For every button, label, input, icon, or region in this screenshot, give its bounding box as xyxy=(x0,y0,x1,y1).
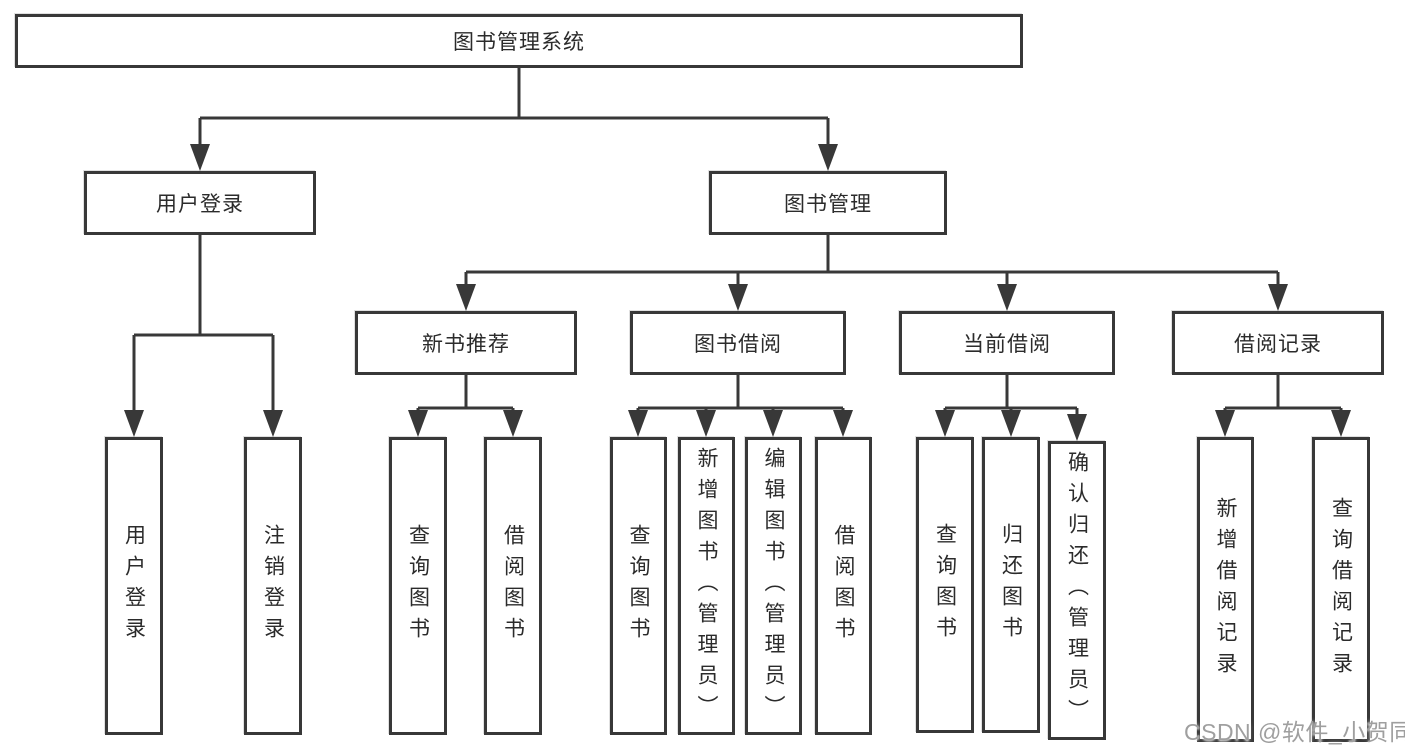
connector-bookmgmt-to-level3 xyxy=(464,235,1280,290)
leaf-borrow-query-books-label: 查询图书 xyxy=(627,524,650,648)
arrowhead xyxy=(935,410,955,437)
arrowhead xyxy=(1001,410,1021,437)
leaf-borrow-books: 借阅图书 xyxy=(815,437,872,735)
node-new-book-rec-label: 新书推荐 xyxy=(422,333,510,356)
arrowhead xyxy=(456,284,476,311)
node-book-mgmt: 图书管理 xyxy=(709,171,947,235)
arrowhead xyxy=(503,410,523,437)
leaf-add-books-admin: 新增图书（管理员） xyxy=(678,437,735,735)
leaf-logout: 注销登录 xyxy=(244,437,302,735)
arrowhead xyxy=(997,284,1017,311)
arrowhead xyxy=(763,410,783,437)
leaf-newrec-borrow-books-label: 借阅图书 xyxy=(501,524,525,648)
node-user-login-label: 用户登录 xyxy=(156,193,244,216)
arrowhead xyxy=(263,410,283,437)
leaf-return-books-label: 归还图书 xyxy=(999,523,1023,647)
leaf-newrec-query-books: 查询图书 xyxy=(389,437,447,735)
arrowhead xyxy=(1268,284,1288,311)
node-book-mgmt-label: 图书管理 xyxy=(784,193,872,216)
arrowhead xyxy=(1331,410,1351,437)
node-current-borrow: 当前借阅 xyxy=(899,311,1115,375)
leaf-add-borrow-record-label: 新增借阅记录 xyxy=(1214,496,1237,683)
leaf-newrec-borrow-books: 借阅图书 xyxy=(484,437,542,735)
leaf-add-borrow-record: 新增借阅记录 xyxy=(1197,437,1254,742)
leaf-query-borrow-record: 查询借阅记录 xyxy=(1312,437,1370,742)
leaf-logout-label: 注销登录 xyxy=(261,524,285,648)
arrowhead xyxy=(1067,414,1087,441)
arrowhead xyxy=(696,410,716,437)
node-book-borrow-label: 图书借阅 xyxy=(694,333,782,356)
leaf-user-login-label: 用户登录 xyxy=(122,524,146,648)
leaf-borrow-books-label: 借阅图书 xyxy=(832,524,855,648)
leaf-edit-books-admin-label: 编辑图书（管理员） xyxy=(762,446,785,726)
connector-userlogin-to-leaves xyxy=(132,235,275,416)
arrowhead xyxy=(833,410,853,437)
node-user-login: 用户登录 xyxy=(84,171,316,235)
connector-borrowrecords-to-leaves xyxy=(1223,375,1343,416)
leaf-current-query-books: 查询图书 xyxy=(916,437,974,733)
connector-bookborrow-to-leaves xyxy=(636,375,845,416)
arrowhead xyxy=(124,410,144,437)
node-new-book-rec: 新书推荐 xyxy=(355,311,577,375)
leaf-edit-books-admin: 编辑图书（管理员） xyxy=(745,437,802,735)
node-root-label: 图书管理系统 xyxy=(453,31,585,54)
arrowhead xyxy=(818,144,838,171)
leaf-query-borrow-record-label: 查询借阅记录 xyxy=(1329,496,1353,683)
leaf-return-books: 归还图书 xyxy=(982,437,1040,733)
connector-newbookrec-to-leaves xyxy=(416,375,515,416)
leaf-add-books-admin-label: 新增图书（管理员） xyxy=(695,446,718,726)
leaf-borrow-query-books: 查询图书 xyxy=(610,437,667,735)
node-borrow-records: 借阅记录 xyxy=(1172,311,1384,375)
arrowhead xyxy=(190,144,210,171)
node-root: 图书管理系统 xyxy=(15,14,1023,68)
arrowheads xyxy=(124,144,1351,441)
watermark: CSDN @软件_小贺同学 xyxy=(1184,719,1405,745)
connector-root-to-level2 xyxy=(198,68,830,150)
node-current-borrow-label: 当前借阅 xyxy=(963,333,1051,356)
node-book-borrow: 图书借阅 xyxy=(630,311,846,375)
arrowhead xyxy=(628,410,648,437)
leaf-confirm-return-admin: 确认归还（管理员） xyxy=(1048,441,1106,740)
arrowhead xyxy=(1215,410,1235,437)
leaf-current-query-books-label: 查询图书 xyxy=(933,523,957,647)
arrowhead xyxy=(408,410,428,437)
leaf-newrec-query-books-label: 查询图书 xyxy=(406,524,430,648)
leaf-user-login: 用户登录 xyxy=(105,437,163,735)
arrowhead xyxy=(728,284,748,311)
leaf-confirm-return-admin-label: 确认归还（管理员） xyxy=(1065,451,1089,730)
node-borrow-records-label: 借阅记录 xyxy=(1234,333,1322,356)
